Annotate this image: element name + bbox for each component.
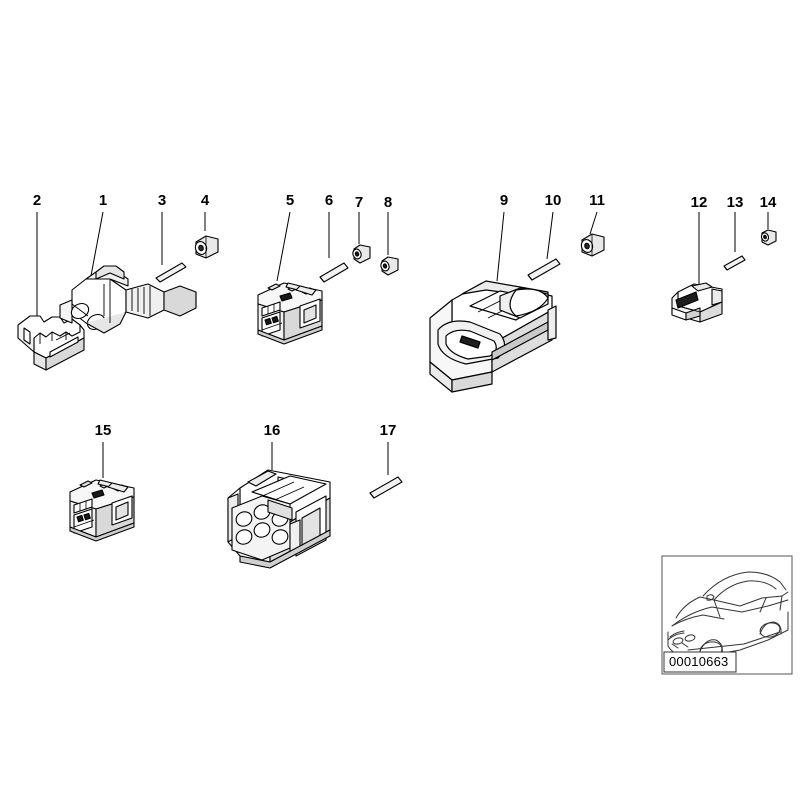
part-6-contact-pin bbox=[319, 262, 349, 283]
callout-leader-line-10 bbox=[546, 211, 554, 260]
part-13-contact-pin bbox=[723, 255, 746, 271]
callout-number-13[interactable]: 13 bbox=[726, 194, 744, 211]
vehicle-reference-box: 00010663 bbox=[661, 555, 793, 675]
callout-number-14[interactable]: 14 bbox=[759, 194, 777, 211]
callout-number-12[interactable]: 12 bbox=[690, 194, 708, 211]
part-17-contact-pin bbox=[369, 476, 403, 499]
callout-number-9[interactable]: 9 bbox=[499, 192, 509, 209]
part-7-seal-bushing bbox=[352, 244, 371, 264]
part-3-contact-pin bbox=[155, 262, 187, 283]
part-11-seal-bushing bbox=[580, 233, 605, 257]
callout-number-10[interactable]: 10 bbox=[544, 192, 562, 209]
part-10-contact-pin bbox=[527, 258, 561, 281]
part-9-large-connector-housing bbox=[429, 280, 557, 393]
part-1-connector-housing bbox=[59, 265, 197, 334]
callout-number-2[interactable]: 2 bbox=[32, 192, 42, 209]
part-2-secondary-lock-clip bbox=[17, 315, 85, 371]
callout-number-16[interactable]: 16 bbox=[263, 422, 281, 439]
callout-number-11[interactable]: 11 bbox=[589, 192, 605, 209]
callout-number-7[interactable]: 7 bbox=[354, 194, 364, 211]
callout-number-15[interactable]: 15 bbox=[94, 422, 112, 439]
callout-leader-line-11 bbox=[589, 211, 598, 235]
part-id-plate bbox=[663, 651, 737, 673]
part-5-connector-housing bbox=[257, 282, 323, 345]
callout-leader-line-5 bbox=[276, 211, 291, 282]
callout-number-17[interactable]: 17 bbox=[379, 422, 397, 439]
callout-number-5[interactable]: 5 bbox=[285, 192, 295, 209]
callout-number-8[interactable]: 8 bbox=[383, 194, 393, 211]
callout-number-1[interactable]: 1 bbox=[98, 192, 108, 209]
callout-number-6[interactable]: 6 bbox=[324, 192, 334, 209]
part-8-seal-bushing bbox=[380, 256, 399, 276]
part-12-male-connector-housing bbox=[671, 282, 723, 323]
part-14-seal-bushing bbox=[760, 229, 777, 246]
vehicle-illustration bbox=[667, 571, 789, 659]
part-15-connector-housing bbox=[69, 479, 135, 542]
callout-leader-lines bbox=[36, 211, 769, 478]
callout-leader-line-1 bbox=[89, 211, 104, 282]
part-id-number: 00010663 bbox=[669, 654, 728, 669]
part-16-six-pin-connector-housing bbox=[227, 469, 331, 569]
callout-leader-line-9 bbox=[496, 211, 505, 282]
part-4-seal-bushing bbox=[194, 235, 219, 259]
callout-number-3[interactable]: 3 bbox=[157, 192, 167, 209]
callout-number-4[interactable]: 4 bbox=[200, 192, 210, 209]
